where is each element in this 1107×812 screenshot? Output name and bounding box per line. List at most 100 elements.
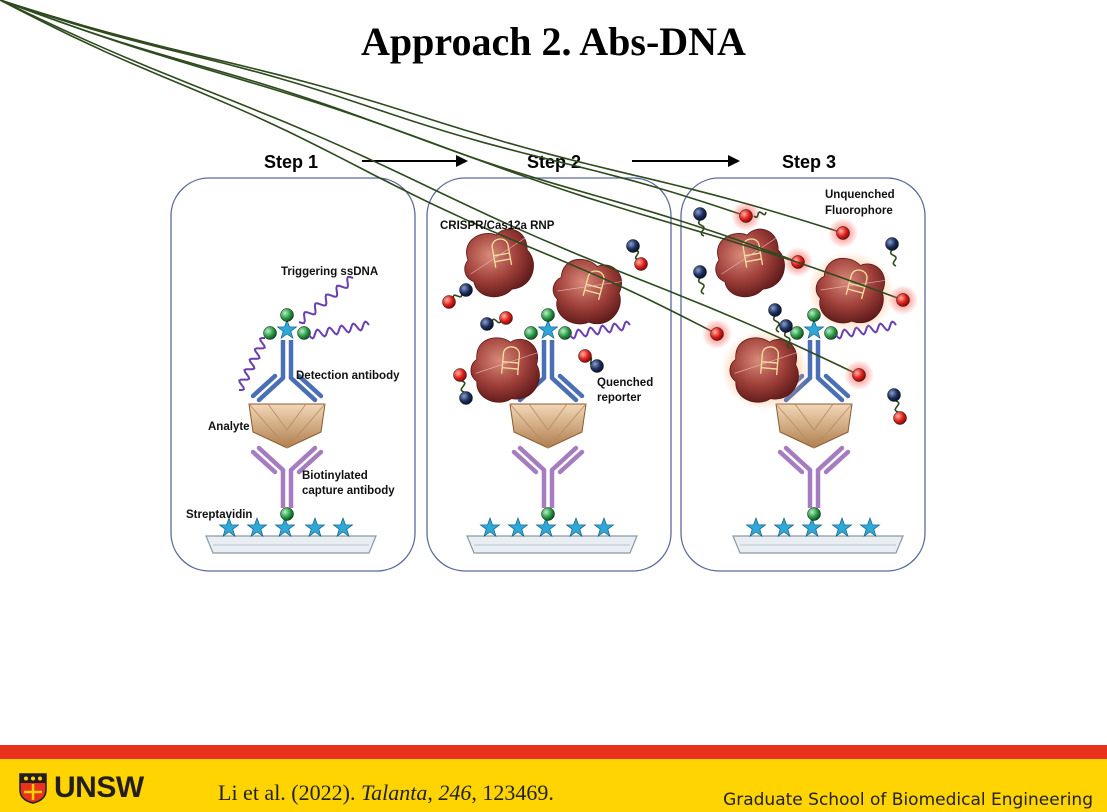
biotin: [541, 308, 555, 322]
cas12a-rnp: [721, 329, 809, 411]
streptavidin-star: [801, 516, 823, 537]
streptavidin-top-star: [537, 318, 559, 339]
label-biotinylated: Biotinylated: [302, 470, 368, 482]
streptavidin-star: [565, 516, 587, 537]
streptavidin-star: [859, 516, 881, 537]
slide-title: Approach 2. Abs-DNA: [361, 19, 746, 64]
analyte-facets: [775, 403, 853, 449]
quencher: [768, 303, 782, 317]
quencher: [480, 317, 494, 331]
label-analyte: Analyte: [208, 421, 250, 433]
rnp-strand: [734, 352, 797, 374]
streptavidin-star: [218, 516, 240, 537]
reporter-linker: [0, 0, 747, 217]
cas12a-rnp: [552, 258, 623, 325]
step-1-label: Step 1: [264, 152, 319, 172]
streptavidin-star: [535, 516, 557, 537]
rnp-body: [552, 258, 622, 325]
crrna-hairpin: [501, 346, 520, 376]
rnp-strand: [820, 280, 886, 291]
biotin: [263, 326, 277, 340]
triggering-ssdna: [569, 320, 631, 340]
detection-antibody-stem: [541, 340, 555, 378]
capture-antibody-stem: [541, 470, 555, 508]
step-arrow-1: [362, 155, 468, 167]
fluorophore: [896, 293, 910, 307]
label-crispr-rnp: CRISPR/Cas12a RNP: [440, 220, 555, 232]
reporter-linker: [697, 219, 705, 237]
citation-pages: , 123469.: [471, 780, 554, 805]
capture-antibody-arms: [511, 445, 585, 475]
label-triggering-ssdna: Triggering ssDNA: [281, 266, 379, 278]
analyte: [248, 403, 326, 449]
label-streptavidin: Streptavidin: [186, 509, 253, 521]
rnp-body: [464, 228, 534, 298]
label-unquenched: Unquenched: [825, 189, 895, 201]
unsw-logo-text: UNSW: [54, 771, 144, 804]
capture-antibody-stem: [807, 470, 821, 508]
rnp-body: [715, 228, 785, 298]
streptavidin-star: [304, 516, 326, 537]
rnp-body: [470, 337, 540, 403]
biotin-capture: [541, 507, 555, 521]
cas12a-rnp: [464, 228, 534, 298]
school-name: Graduate School of Biomedical Engineerin…: [723, 790, 1093, 810]
crrna-hairpin: [491, 238, 513, 268]
quencher: [693, 207, 707, 221]
biotin-capture: [280, 507, 294, 521]
step-3-label: Step 3: [782, 152, 837, 172]
triggering-ssdna: [308, 320, 370, 340]
unsw-logo: UNSW: [18, 771, 144, 804]
biotin-capture: [807, 507, 821, 521]
streptavidin-star: [593, 516, 615, 537]
quencher: [887, 388, 901, 402]
crrna-hairpin: [582, 270, 605, 301]
biotin: [280, 308, 294, 322]
rnp-body: [729, 337, 799, 403]
analyte-facets: [509, 403, 587, 449]
quencher: [885, 237, 899, 251]
analyte: [509, 403, 587, 449]
detection-antibody-stem: [807, 340, 821, 378]
reporter-linker: [0, 0, 844, 234]
cas12a-rnp: [715, 228, 785, 298]
reporter-linker: [0, 0, 718, 335]
streptavidin-star: [507, 516, 529, 537]
capture-antibody-arms: [777, 445, 851, 475]
analyte: [775, 403, 853, 449]
biotin: [790, 326, 804, 340]
fluorophore: [836, 226, 850, 240]
rnp-strand: [721, 237, 777, 275]
analyte-facets: [248, 403, 326, 449]
reporter-linker: [772, 315, 780, 333]
label-detection-antibody: Detection antibody: [296, 370, 400, 382]
citation: Li et al. (2022). Talanta, 246, 123469.: [218, 780, 554, 806]
fluorophore: [499, 311, 513, 325]
fluorophore: [893, 411, 907, 425]
unsw-crest-icon: [19, 773, 47, 804]
fluorophore: [852, 368, 866, 382]
fluorophore: [739, 209, 753, 223]
triggering-ssdna: [298, 275, 354, 325]
capture-antibody-stem: [280, 470, 294, 508]
label-capture-antibody: capture antibody: [302, 485, 395, 497]
immunoassay-assembly: [466, 308, 638, 554]
streptavidin-star: [246, 516, 268, 537]
reporter-linker: [0, 0, 860, 376]
citation-volume: 246: [438, 780, 472, 805]
fluorophore: [578, 349, 592, 363]
streptavidin-star: [332, 516, 354, 537]
crrna-hairpin: [742, 238, 764, 268]
streptavidin-star: [274, 516, 296, 537]
streptavidin-star: [479, 516, 501, 537]
label-fluorophore: Fluorophore: [825, 205, 893, 217]
citation-authors: Li et al. (2022).: [218, 780, 361, 805]
streptavidin-star: [745, 516, 767, 537]
cas12a-rnp: [470, 337, 540, 403]
crrna-hairpin: [760, 346, 779, 376]
citation-journal: Talanta: [360, 780, 428, 805]
rnp-strand: [557, 281, 623, 292]
immunoassay-assembly: [205, 275, 377, 554]
biotin: [297, 326, 311, 340]
